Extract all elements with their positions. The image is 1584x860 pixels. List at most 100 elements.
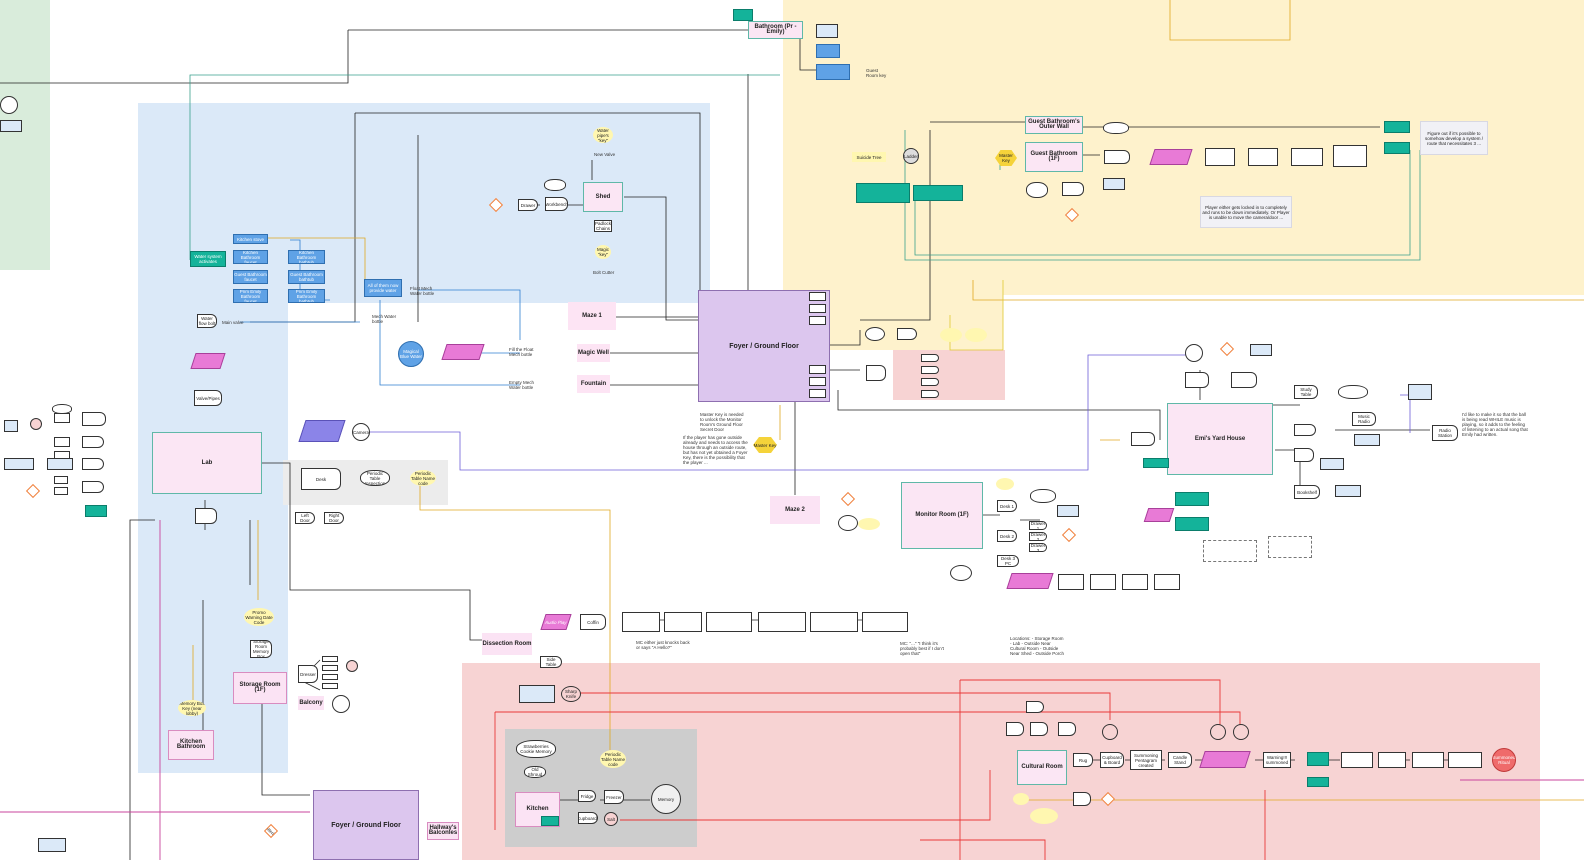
coffin-step-6[interactable] bbox=[862, 612, 908, 632]
red-zone-item-2[interactable] bbox=[921, 366, 939, 374]
cultural-step-1[interactable] bbox=[1341, 752, 1373, 768]
emi-node-4[interactable] bbox=[1294, 448, 1314, 462]
memory-box-key-node[interactable]: Memory Box Key (near lobby) bbox=[178, 700, 206, 716]
maze2-node[interactable]: Maze 2 bbox=[770, 496, 820, 524]
general-area-node[interactable] bbox=[866, 365, 886, 381]
pink-event-valve[interactable] bbox=[190, 353, 226, 369]
lab-subitem-5[interactable] bbox=[54, 487, 68, 495]
dissection-room-node[interactable]: Dissection Room bbox=[482, 633, 532, 655]
coffin-step-4[interactable] bbox=[758, 612, 806, 632]
monitor-blue[interactable] bbox=[1057, 505, 1079, 517]
fridge-node[interactable]: Fridge bbox=[578, 790, 596, 802]
coffin-node[interactable]: Coffin bbox=[580, 614, 606, 630]
monitor-room-node[interactable]: Monitor Room (1F) bbox=[901, 482, 983, 549]
radio-station-node[interactable]: Radio Station bbox=[1432, 425, 1458, 441]
dresser-node[interactable]: Dresser bbox=[298, 665, 318, 683]
lab-subitem-2[interactable] bbox=[54, 437, 70, 447]
teal-event-top[interactable] bbox=[733, 9, 753, 21]
storage-memory-box-node[interactable]: Storage Room Memory Box bbox=[250, 640, 272, 658]
bottom-left-blue[interactable] bbox=[38, 838, 66, 852]
lab-item-2[interactable] bbox=[82, 436, 104, 448]
monitor-circle[interactable] bbox=[950, 565, 972, 581]
lab-node[interactable]: Lab bbox=[152, 432, 262, 494]
guest-blue[interactable] bbox=[1103, 178, 1125, 190]
kitchen-bath-faucet-node[interactable]: Kitchen Bathroom faucet bbox=[233, 250, 268, 264]
periodic-table-node[interactable]: Periodic Table Inspection bbox=[360, 470, 390, 486]
foyer-node-2[interactable]: Foyer / Ground Floor bbox=[313, 790, 419, 860]
water-pipe-key[interactable]: Water pipe's "key" bbox=[593, 127, 613, 143]
monitor-step-2[interactable] bbox=[1090, 574, 1116, 590]
desk-node[interactable]: Desk bbox=[301, 468, 341, 490]
monitor-cloud[interactable] bbox=[1030, 489, 1056, 503]
camera-node[interactable]: Camera bbox=[352, 423, 370, 441]
coffin-step-5[interactable] bbox=[810, 612, 858, 632]
candle-stand-a[interactable] bbox=[1006, 722, 1024, 736]
desk2-node[interactable]: Desk 2 bbox=[997, 530, 1017, 542]
storage-circle[interactable] bbox=[332, 695, 350, 713]
teal-emi-node[interactable] bbox=[1143, 458, 1169, 468]
guest-node-1[interactable] bbox=[1104, 150, 1130, 164]
memory-node[interactable]: Memory bbox=[651, 784, 681, 814]
lab-item-1[interactable] bbox=[82, 412, 106, 426]
monitor-step-4[interactable] bbox=[1154, 574, 1180, 590]
kitchen-bath-bathtub-node[interactable]: Kitchen Bathroom bathtub bbox=[288, 250, 325, 264]
monitor-step-3[interactable] bbox=[1122, 574, 1148, 590]
candle-stand-c[interactable] bbox=[1058, 722, 1076, 736]
foyer-exit-3[interactable] bbox=[809, 316, 826, 325]
guest-cloud[interactable] bbox=[1103, 122, 1129, 134]
kitchen-stove-node[interactable]: Kitchen stove bbox=[233, 234, 268, 244]
guest-bath-faucet-node[interactable]: Guest Bathroom faucet bbox=[233, 270, 268, 284]
teal-inspect-1[interactable] bbox=[1384, 121, 1410, 133]
all-faucets-node[interactable]: All of them now provide water bbox=[364, 279, 402, 297]
summoned-ritual-node[interactable]: Summoned Ritual bbox=[1492, 748, 1516, 772]
monitor-key-node[interactable] bbox=[858, 518, 880, 530]
green-zone-box[interactable] bbox=[0, 120, 22, 132]
teal-cultural-node[interactable] bbox=[1307, 752, 1329, 766]
cupboards-node[interactable]: Cupboards bbox=[578, 812, 598, 824]
audio-play-node[interactable]: Audio Play bbox=[540, 614, 572, 630]
ladder-node[interactable]: Ladder bbox=[903, 148, 919, 164]
foyer-exit-cultural[interactable] bbox=[809, 365, 826, 374]
guest-cloud-2[interactable] bbox=[1026, 182, 1048, 198]
pink-event-emi[interactable] bbox=[1143, 508, 1175, 522]
guest-bathroom-node[interactable]: Guest Bathroom (1F) bbox=[1025, 142, 1083, 172]
promo-code-node[interactable]: Promo Warning Date Code bbox=[244, 608, 274, 626]
lab-subitem-4[interactable] bbox=[54, 476, 68, 484]
emi-node-2[interactable] bbox=[1231, 372, 1257, 388]
guest-step-2[interactable] bbox=[1248, 148, 1278, 166]
desk1-node[interactable]: Desk 1 bbox=[997, 500, 1017, 512]
bathroom-blue-1[interactable] bbox=[816, 24, 838, 38]
cultural-step-3[interactable] bbox=[1412, 752, 1444, 768]
guest-step-1[interactable] bbox=[1205, 148, 1235, 166]
right-door-node[interactable]: Right Door bbox=[324, 512, 344, 524]
teal-lab-node[interactable] bbox=[85, 505, 107, 517]
drawer2-node[interactable]: Drawer 2 bbox=[1029, 532, 1047, 541]
cultural-key-node[interactable] bbox=[1030, 808, 1058, 824]
foyer-exit-kitchen[interactable] bbox=[809, 377, 826, 386]
cultural-candle-node[interactable] bbox=[1026, 701, 1044, 713]
shed-node[interactable]: Shed bbox=[583, 182, 623, 212]
bird-cage-key-2[interactable] bbox=[965, 328, 987, 342]
lab-subitem-8[interactable] bbox=[4, 420, 18, 432]
cultural-circle-3[interactable] bbox=[1233, 724, 1249, 740]
balcony-node[interactable]: Balcony bbox=[298, 696, 324, 710]
emi-blue[interactable] bbox=[1250, 344, 1272, 356]
master-key-hex[interactable]: Master Key bbox=[995, 150, 1017, 166]
emi-circle[interactable] bbox=[1185, 344, 1203, 362]
foyer-exit-2[interactable] bbox=[809, 304, 826, 313]
salt-node[interactable]: Salt bbox=[604, 812, 618, 826]
shed-cloud[interactable] bbox=[544, 179, 566, 191]
coffin-step-2[interactable] bbox=[664, 612, 702, 632]
storage-pink-circle[interactable] bbox=[346, 660, 358, 672]
emi-blue-2[interactable] bbox=[1354, 434, 1380, 446]
teal-emi-2[interactable] bbox=[1175, 492, 1209, 506]
warning-node[interactable]: Warning!!! summoned bbox=[1263, 752, 1291, 768]
cupboard-node[interactable]: Cupboard & Board bbox=[1100, 752, 1124, 768]
left-door-node[interactable]: Left Door bbox=[295, 512, 315, 524]
cultural-room-node[interactable]: Cultural Room bbox=[1017, 750, 1067, 785]
suicide-tree-node[interactable]: Suicide Tree bbox=[852, 152, 886, 162]
bathroom-blue-3[interactable] bbox=[816, 64, 850, 80]
teal-interact-node[interactable] bbox=[913, 185, 963, 201]
dissection-item-node[interactable] bbox=[519, 685, 555, 703]
padlock-chains-node[interactable]: Padlock Chains bbox=[594, 220, 612, 232]
